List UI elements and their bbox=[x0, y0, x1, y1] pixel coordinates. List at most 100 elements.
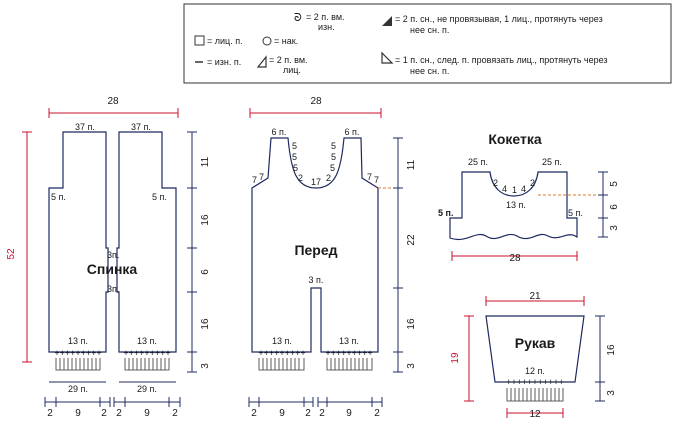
yoke-outline bbox=[449, 171, 578, 240]
yoke-piece: Кокетка 25 п. 25 п. 2 4 1 4 2 13 п. 5 п.… bbox=[438, 131, 620, 264]
sleeve-cuff bbox=[506, 388, 564, 402]
purl2tog-icon: ᘐ bbox=[294, 12, 302, 24]
legend-skp: = 1 п. сн., след. п. провязать лиц., про… bbox=[395, 55, 608, 76]
yoke-width-label: 28 bbox=[509, 253, 521, 264]
sleeve-outline bbox=[485, 315, 585, 383]
back-bottom-right: 13 п. bbox=[137, 336, 157, 346]
svg-text:+++++++++++: +++++++++++ bbox=[506, 377, 564, 387]
svg-text:3: 3 bbox=[200, 363, 211, 369]
knit-square-icon bbox=[194, 35, 205, 46]
sleeve-height-total: 19 bbox=[450, 352, 461, 364]
svg-text:+++++++++: +++++++++ bbox=[325, 348, 372, 358]
svg-text:5 п.: 5 п. bbox=[568, 208, 583, 218]
svg-text:25 п.: 25 п. bbox=[468, 157, 488, 167]
svg-text:2: 2 bbox=[101, 408, 107, 419]
svg-text:2: 2 bbox=[374, 408, 380, 419]
front-width-label: 28 bbox=[310, 96, 322, 107]
svg-text:7: 7 bbox=[252, 175, 257, 185]
sleeve-width-label: 21 bbox=[529, 291, 541, 302]
svg-text:4: 4 bbox=[521, 184, 526, 194]
svg-text:3: 3 bbox=[606, 390, 617, 396]
svg-text:2: 2 bbox=[251, 408, 257, 419]
svg-text:5: 5 bbox=[609, 181, 620, 187]
sleeve-piece: 21 Рукав 12 п. +++++++++++ 12 19 16 3 bbox=[450, 291, 617, 420]
front-cuff-right bbox=[326, 358, 373, 371]
back-bottom-dims: 2 9 2 2 9 2 bbox=[44, 397, 181, 419]
back-cuff-right-count: 29 п. bbox=[137, 384, 157, 394]
front-title: Перед bbox=[294, 242, 337, 258]
svg-text:7: 7 bbox=[367, 172, 372, 182]
svg-text:11: 11 bbox=[200, 156, 211, 167]
svg-text:16: 16 bbox=[200, 214, 211, 226]
svg-text:5 п.: 5 п. bbox=[438, 208, 453, 218]
back-top-right: 37 п. bbox=[131, 122, 151, 132]
legend-yarnover: = нак. bbox=[274, 36, 298, 46]
svg-text:5: 5 bbox=[292, 152, 297, 162]
svg-text:2: 2 bbox=[326, 173, 331, 183]
yoke-title: Кокетка bbox=[488, 131, 542, 147]
back-title: Спинка bbox=[87, 261, 138, 277]
svg-text:16: 16 bbox=[200, 318, 211, 330]
svg-text:22: 22 bbox=[406, 234, 417, 246]
svg-text:5: 5 bbox=[292, 141, 297, 151]
back-right-dec: 5 п. bbox=[152, 192, 167, 202]
svg-text:2: 2 bbox=[116, 408, 122, 419]
svg-text:2: 2 bbox=[298, 173, 303, 183]
svg-text:7: 7 bbox=[374, 175, 379, 185]
legend-purl2tog: = 2 п. вм.изн. bbox=[306, 12, 345, 32]
back-bottom-left: 13 п. bbox=[68, 336, 88, 346]
svg-text:16: 16 bbox=[606, 344, 617, 356]
back-left-leg bbox=[48, 131, 109, 353]
svg-text:9: 9 bbox=[75, 408, 81, 419]
svg-text:2: 2 bbox=[530, 178, 535, 188]
front-piece: 28 6 п. 6 п. 5 5 5 2 5 5 5 2 7 7 7 7 17 … bbox=[248, 96, 417, 419]
svg-text:9: 9 bbox=[279, 408, 285, 419]
legend-sk2p: = 2 п. сн., не провязывая, 1 лиц., протя… bbox=[395, 14, 603, 35]
svg-text:6: 6 bbox=[609, 204, 620, 210]
svg-text:16: 16 bbox=[406, 318, 417, 330]
back-piece: 28 52 37 п. 37 п. 5 п. 5 п. 3п. 3п. Спин… bbox=[6, 96, 211, 419]
back-width-label: 28 bbox=[107, 96, 119, 107]
sk2p-icon bbox=[382, 16, 392, 26]
back-left-dec: 5 п. bbox=[51, 192, 66, 202]
legend-knit2tog: = 2 п. вм.лиц. bbox=[269, 55, 308, 75]
svg-text:7: 7 bbox=[259, 172, 264, 182]
svg-text:2: 2 bbox=[319, 408, 325, 419]
yarnover-circle-icon bbox=[262, 36, 272, 46]
svg-text:5: 5 bbox=[331, 152, 336, 162]
svg-text:3: 3 bbox=[609, 225, 620, 231]
svg-text:17: 17 bbox=[311, 177, 321, 187]
svg-text:5: 5 bbox=[330, 163, 335, 173]
svg-text:2: 2 bbox=[305, 408, 311, 419]
back-cuff-stitches-left: +++++++++ bbox=[54, 348, 101, 358]
svg-text:6 п.: 6 п. bbox=[345, 127, 360, 137]
back-crotch-top: 3п. bbox=[107, 250, 119, 260]
back-cuff-left bbox=[55, 358, 101, 371]
back-cuff-left-count: 29 п. bbox=[68, 384, 88, 394]
svg-text:12 п.: 12 п. bbox=[525, 366, 545, 376]
back-cuff-right bbox=[124, 358, 170, 371]
front-bottom-dims: 2 9 2 2 9 2 bbox=[248, 397, 383, 419]
svg-text:2: 2 bbox=[493, 178, 498, 188]
sleeve-cuff-width: 12 bbox=[529, 409, 541, 420]
svg-text:+++++++++: +++++++++ bbox=[258, 348, 305, 358]
yoke-vertical-dims: 5 6 3 bbox=[598, 171, 620, 238]
sleeve-title: Рукав bbox=[515, 335, 556, 351]
svg-text:13 п.: 13 п. bbox=[272, 336, 292, 346]
legend: ᘐ = 2 п. вм.изн. = лиц. п. = нак. = изн.… bbox=[183, 3, 672, 84]
svg-text:13 п.: 13 п. bbox=[506, 200, 526, 210]
svg-text:2: 2 bbox=[47, 408, 53, 419]
svg-text:5: 5 bbox=[293, 163, 298, 173]
svg-text:11: 11 bbox=[406, 159, 417, 170]
svg-text:6 п.: 6 п. bbox=[272, 127, 287, 137]
front-outline bbox=[251, 137, 379, 353]
svg-text:2: 2 bbox=[172, 408, 178, 419]
svg-text:1: 1 bbox=[512, 185, 517, 195]
skp-triangle-icon bbox=[381, 51, 394, 64]
back-vertical-dims: 11 16 6 16 3 bbox=[187, 131, 211, 373]
svg-text:4: 4 bbox=[502, 184, 507, 194]
svg-text:25 п.: 25 п. bbox=[542, 157, 562, 167]
knit2tog-triangle-icon bbox=[256, 55, 267, 68]
svg-text:13 п.: 13 п. bbox=[339, 336, 359, 346]
